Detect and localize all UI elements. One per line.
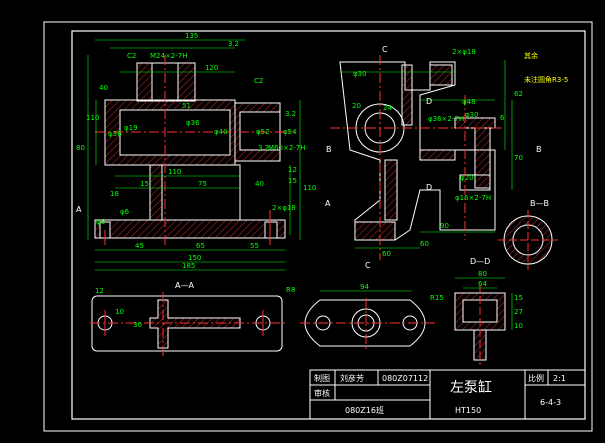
- side-phi36: φ36×2-7H: [428, 115, 464, 123]
- dim-15: 15: [140, 180, 149, 188]
- note-line-2: 未注圆角R3-5: [524, 75, 568, 84]
- dim-55: 55: [250, 242, 259, 250]
- section-dd: D—D 80 64 27 15 10: [454, 257, 523, 365]
- dim-150: 150: [188, 254, 201, 262]
- tb-scale: 2:1: [553, 374, 566, 383]
- sec-d-bottom: D: [426, 183, 432, 192]
- dim-phi52: φ52: [256, 128, 270, 136]
- dd-80: 80: [478, 270, 487, 278]
- tb-drawn-name: 刘彦芳: [340, 373, 364, 383]
- dim-45: 45: [135, 242, 144, 250]
- dim-65: 65: [196, 242, 205, 250]
- side-phi20: φ20: [460, 174, 474, 182]
- aa-10: 10: [115, 308, 124, 316]
- dim-3-2-mid: 3.2: [285, 110, 296, 118]
- dim-110-bottom: 110: [168, 168, 181, 176]
- dim-phi19-left: φ19: [124, 124, 138, 132]
- tb-material: HT150: [455, 406, 481, 415]
- aa-r8: R8: [286, 286, 295, 294]
- dim-m60: M60×2-7H: [268, 144, 306, 152]
- dim-phi36-left: φ36: [108, 130, 122, 138]
- side-70: 70: [514, 154, 523, 162]
- dd-27: 27: [514, 308, 523, 316]
- dim-40-bottom: 40: [255, 180, 264, 188]
- side-view: C C D D B B φ30 2×φ18 20 φ48 φ30 φ36×2-7…: [326, 45, 568, 270]
- arrow-a-right: A: [325, 199, 331, 208]
- dim-110-right: 110: [303, 184, 316, 192]
- side-phi16: φ16×2-7H: [455, 194, 491, 202]
- side-60b: 60: [420, 240, 429, 248]
- side-2phi18: 2×φ18: [452, 48, 476, 56]
- dim-15-right: 15: [288, 177, 297, 185]
- dd-title: D—D: [470, 257, 490, 266]
- tb-class: 080Z16班: [345, 405, 384, 415]
- sec-d-top: D: [426, 97, 432, 106]
- front-view: 135 3.2 M24×2-7H C2 120 80 110 40 φ36 φ1…: [76, 32, 331, 271]
- aa-title: A—A: [175, 281, 194, 290]
- dim-phi6-a: φ6: [120, 208, 130, 216]
- tb-scale-label: 比例: [528, 373, 544, 383]
- note-line-1: 其余: [524, 51, 538, 60]
- dim-phi36-mid: φ36: [186, 119, 200, 127]
- dim-2phi18: 2×φ18: [272, 204, 296, 212]
- dim-18: 18: [110, 190, 119, 198]
- side-62: 62: [514, 90, 523, 98]
- view-aa: A—A 12 10 30 R8: [90, 281, 295, 356]
- sec-b-right: B: [536, 145, 542, 154]
- flange-94: 94: [360, 283, 369, 291]
- dim-m24: M24×2-7H: [150, 52, 188, 60]
- side-60: 60: [382, 250, 391, 258]
- dim-185: 185: [182, 262, 195, 270]
- side-phi30: φ30: [353, 70, 367, 78]
- dim-phi54: φ54: [283, 128, 297, 136]
- dim-110-left: 110: [86, 114, 99, 122]
- dd-15: 15: [514, 294, 523, 302]
- tb-drawing-no: 6-4-3: [540, 398, 561, 407]
- dim-40-left: 40: [99, 84, 108, 92]
- dim-75: 75: [198, 180, 207, 188]
- arrow-a-left: A: [76, 205, 82, 214]
- aa-12: 12: [95, 287, 104, 295]
- sec-c-bottom: C: [365, 261, 371, 270]
- dim-phi40: φ40: [214, 128, 228, 136]
- dim-51: 51: [182, 102, 191, 110]
- dim-80-left: 80: [76, 144, 85, 152]
- sec-b-left: B: [326, 145, 332, 154]
- section-bb: B—B: [498, 199, 558, 270]
- title-block: [309, 369, 586, 420]
- dim-c2-mid: C2: [254, 77, 263, 85]
- title-block-text: 制图 刘彦芳 080Z07112 审核 080Z16班 左泵缸 HT150 比例…: [314, 373, 566, 415]
- tb-drawn-id: 080Z07112: [382, 374, 428, 383]
- tb-part-name: 左泵缸: [450, 379, 492, 396]
- dim-3-2-mid2: 3.2: [258, 144, 269, 152]
- side-phi48: φ48: [462, 98, 476, 106]
- dd-10: 10: [514, 322, 523, 330]
- dim-c2-top: C2: [127, 52, 136, 60]
- aa-30: 30: [133, 321, 142, 329]
- top-flange: 94 R15: [300, 283, 444, 350]
- side-90: 90: [440, 222, 449, 230]
- sec-c-top: C: [382, 45, 388, 54]
- side-phi30b: φ30: [465, 111, 479, 119]
- dim-12-right: 12: [288, 166, 297, 174]
- dim-3-2-top: 3.2: [228, 40, 239, 48]
- dim-phi6-b: φ6: [96, 218, 106, 226]
- side-6: 6: [500, 114, 505, 122]
- outer-frame: [43, 21, 593, 432]
- dim-135: 135: [185, 32, 198, 40]
- side-20: 20: [352, 102, 361, 110]
- dim-120: 120: [205, 64, 218, 72]
- tb-drawn-label: 制图: [314, 373, 330, 383]
- tb-check-label: 审核: [314, 388, 330, 398]
- flange-r15: R15: [430, 294, 444, 302]
- side-24: 24: [383, 104, 392, 112]
- bb-title: B—B: [530, 199, 549, 208]
- dd-64: 64: [478, 280, 487, 288]
